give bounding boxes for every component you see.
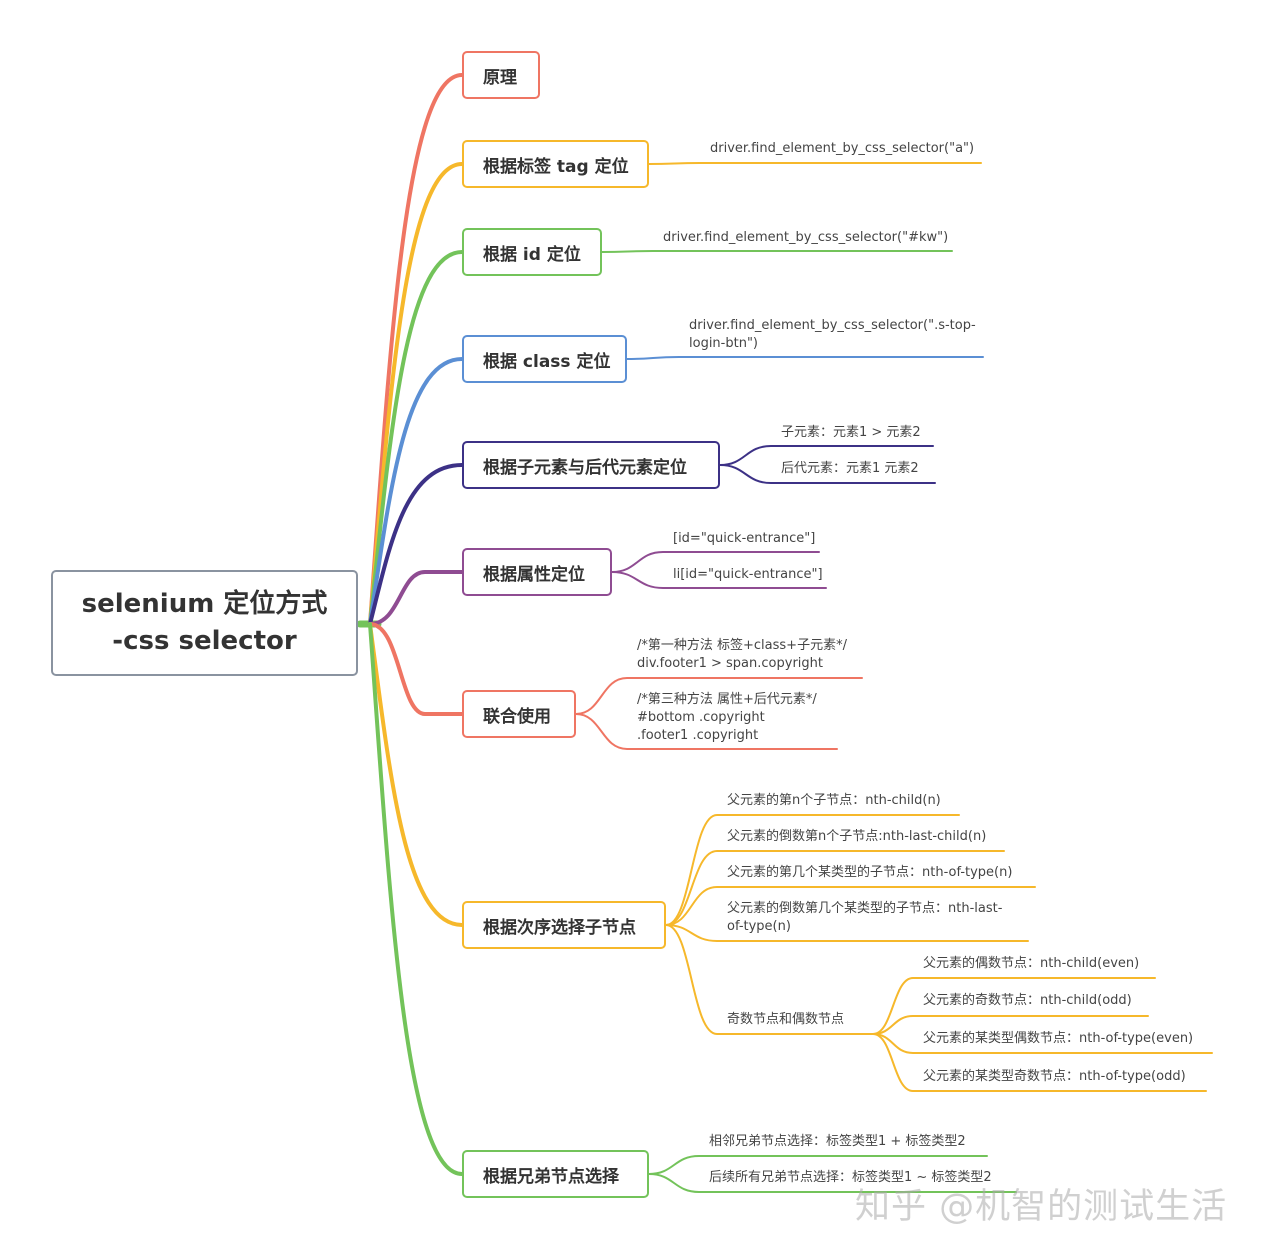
leaf-line-order-2 [665,850,1005,926]
leaf-child-2-line-1: 后代元素：元素1 元素2 [781,461,919,476]
leaf-combine-1-line-2: div.footer1 > span.copyright [637,656,823,671]
topic-attr-label: 根据属性定位 [483,564,585,585]
leaf-line-attr-2 [611,571,827,589]
leaf-line-tag-1 [648,162,982,165]
leaf-combine-1[interactable]: /*第一种方法 标签+class+子元素*/ div.footer1 > span… [637,637,847,673]
leaf-sibling-2-line-1: 后续所有兄弟节点选择：标签类型1 ~ 标签类型2 [709,1170,992,1185]
leaf-order-3-line-1: 父元素的第几个某类型的子节点：nth-of-type(n) [727,865,1013,880]
topic-id-label: 根据 id 定位 [483,244,581,265]
root-title-line-1: selenium 定位方式 [81,589,328,619]
leaf-order-5-line-1: 奇数节点和偶数节点 [727,1012,845,1027]
branch-attr [368,570,464,626]
topic-id[interactable]: 根据 id 定位 [462,228,602,276]
topic-child[interactable]: 根据子元素与后代元素定位 [462,441,720,489]
leaf-class-1-line-1: driver.find_element_by_css_selector(".s-… [689,318,976,333]
leaf-order-3[interactable]: 父元素的第几个某类型的子节点：nth-of-type(n) [727,864,1012,882]
leaf-line-combine-2 [575,713,838,750]
leaf-combine-2-line-2: #bottom .copyright [637,710,765,725]
topic-yuanli[interactable]: 原理 [462,51,540,99]
branch-id [368,250,464,626]
leaf-sibling-1-line-1: 相邻兄弟节点选择：标签类型1 + 标签类型2 [709,1134,966,1149]
subleaf-line-4 [872,1033,1207,1092]
leaf-line-sibling-2 [648,1173,1017,1193]
leaf-line-class-1 [626,356,984,360]
subleaf-order-1[interactable]: 父元素的偶数节点：nth-child(even) [923,955,1139,973]
topic-sibling-label: 根据兄弟节点选择 [483,1166,619,1187]
leaf-order-4[interactable]: 父元素的倒数第几个某类型的子节点：nth-last-of-type(n) [727,900,1002,936]
leaf-child-2[interactable]: 后代元素：元素1 元素2 [781,460,919,478]
leaf-id-1[interactable]: driver.find_element_by_css_selector("#kw… [663,229,948,247]
topic-order[interactable]: 根据次序选择子节点 [462,901,666,949]
leaf-tag-1[interactable]: driver.find_element_by_css_selector("a") [710,140,974,158]
leaf-order-4-line-1: 父元素的倒数第几个某类型的子节点：nth-last- [727,901,1003,916]
leaf-sibling-1[interactable]: 相邻兄弟节点选择：标签类型1 + 标签类型2 [709,1133,966,1151]
branch-child [368,463,464,626]
leaf-id-1-line-1: driver.find_element_by_css_selector("#kw… [663,230,949,245]
leaf-attr-1-line-1: [id="quick-entrance"] [673,531,816,546]
leaf-sibling-2[interactable]: 后续所有兄弟节点选择：标签类型1 ~ 标签类型2 [709,1169,992,1187]
subleaf-line-1 [872,977,1156,1035]
subleaf-order-1-line-1: 父元素的偶数节点：nth-child(even) [923,956,1140,971]
subleaf-order-2[interactable]: 父元素的奇数节点：nth-child(odd) [923,992,1132,1010]
subleaf-order-2-line-1: 父元素的奇数节点：nth-child(odd) [923,993,1132,1008]
topic-sibling[interactable]: 根据兄弟节点选择 [462,1150,649,1198]
topic-yuanli-label: 原理 [483,67,517,88]
topic-child-label: 根据子元素与后代元素定位 [483,457,687,478]
leaf-combine-2[interactable]: /*第三种方法 属性+后代元素*/ #bottom .copyright .foot… [637,691,817,745]
leaf-order-4-line-2: of-type(n) [727,919,791,934]
branch-combine [368,622,464,716]
leaf-class-1-line-2: login-btn") [689,336,758,351]
leaf-line-order-5 [665,924,874,1035]
leaf-child-1[interactable]: 子元素：元素1 > 元素2 [781,424,921,442]
leaf-order-1-line-1: 父元素的第n个子节点：nth-child(n) [727,793,941,808]
branch-sibling [368,622,464,1176]
subleaf-order-4[interactable]: 父元素的某类型奇数节点：nth-of-type(odd) [923,1068,1186,1086]
leaf-line-combine-1 [575,677,863,715]
leaf-line-id-1 [601,250,953,253]
leaf-line-order-3 [665,886,1036,926]
topic-order-label: 根据次序选择子节点 [483,917,636,938]
leaf-attr-2[interactable]: li[id="quick-entrance"] [673,566,823,584]
root-title-line-2: -css selector [112,626,297,656]
leaf-line-child-1 [719,445,934,466]
leaf-order-5[interactable]: 奇数节点和偶数节点 [727,1011,844,1029]
topic-combine[interactable]: 联合使用 [462,690,576,738]
topic-combine-label: 联合使用 [483,706,551,727]
leaf-line-order-1 [665,814,960,926]
watermark: 知乎 @机智的测试生活 [855,1187,1228,1227]
leaf-combine-1-line-1: /*第一种方法 标签+class+子元素*/ [637,638,847,653]
leaf-order-2-line-1: 父元素的倒数第n个子节点:nth-last-child(n) [727,829,987,844]
leaf-line-order-4 [665,924,1029,942]
topic-class[interactable]: 根据 class 定位 [462,335,627,383]
leaf-order-1[interactable]: 父元素的第n个子节点：nth-child(n) [727,792,941,810]
topic-class-label: 根据 class 定位 [483,351,611,372]
branch-tag [368,162,464,626]
leaf-attr-2-line-1: li[id="quick-entrance"] [673,567,823,582]
leaf-attr-1[interactable]: [id="quick-entrance"] [673,530,815,548]
subleaf-line-2 [872,1015,1149,1035]
leaf-line-child-2 [719,464,936,484]
leaf-class-1[interactable]: driver.find_element_by_css_selector(".s-… [689,317,976,353]
topic-tag-label: 根据标签 tag 定位 [483,156,629,177]
subleaf-order-3-line-1: 父元素的某类型偶数节点：nth-of-type(even) [923,1031,1194,1046]
leaf-tag-1-line-1: driver.find_element_by_css_selector("a") [710,141,975,156]
leaf-child-1-line-1: 子元素：元素1 > 元素2 [781,425,921,440]
subleaf-order-4-line-1: 父元素的某类型奇数节点：nth-of-type(odd) [923,1069,1186,1084]
root-topic[interactable]: selenium 定位方式 -css selector [51,570,358,676]
leaf-line-sibling-1 [648,1155,988,1175]
branch-order [368,622,464,927]
topic-attr[interactable]: 根据属性定位 [462,548,612,596]
leaf-order-2[interactable]: 父元素的倒数第n个子节点:nth-last-child(n) [727,828,986,846]
leaf-combine-2-line-1: /*第三种方法 属性+后代元素*/ [637,692,817,707]
leaf-combine-2-line-3: .footer1 .copyright [637,728,759,743]
topic-tag[interactable]: 根据标签 tag 定位 [462,140,649,188]
subleaf-order-3[interactable]: 父元素的某类型偶数节点：nth-of-type(even) [923,1030,1193,1048]
leaf-line-attr-1 [611,551,820,573]
branch-class [368,357,464,626]
